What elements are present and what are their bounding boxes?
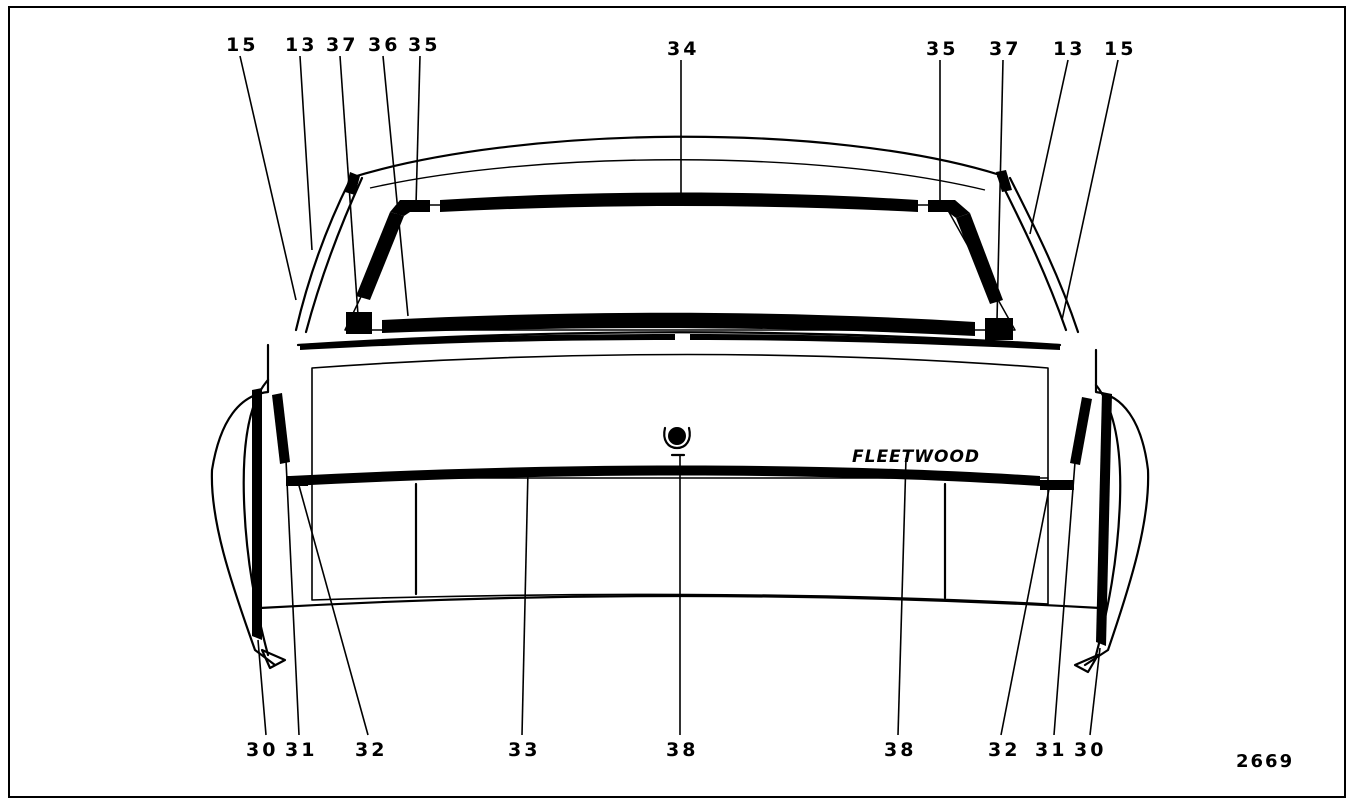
label-36: 36 bbox=[368, 34, 400, 56]
crest-emblem bbox=[663, 426, 691, 457]
fender-right bbox=[1070, 348, 1150, 674]
roof-drip-molding-right bbox=[996, 170, 1080, 334]
label-15-left: 15 bbox=[226, 34, 258, 56]
roof-outline bbox=[348, 135, 1002, 191]
label-30-left: 30 bbox=[246, 739, 278, 761]
roof-drip-molding-left bbox=[294, 172, 364, 334]
reveal-molding-corner-left-37 bbox=[346, 312, 372, 334]
leader-lines bbox=[239, 55, 1119, 736]
fender-left bbox=[210, 343, 290, 670]
deck-lid-end-molding-left-32 bbox=[286, 476, 308, 486]
label-13-right: 13 bbox=[1053, 38, 1085, 60]
label-38-center: 38 bbox=[666, 739, 698, 761]
label-32-right: 32 bbox=[988, 739, 1020, 761]
fleetwood-script: FLEETWOOD bbox=[852, 447, 980, 467]
label-15-right: 15 bbox=[1104, 38, 1136, 60]
label-13-left: 13 bbox=[285, 34, 317, 56]
reveal-molding-top-34 bbox=[440, 192, 918, 212]
reveal-molding-corner-right-35 bbox=[928, 200, 1003, 304]
label-37-left: 37 bbox=[326, 34, 358, 56]
diagram-frame bbox=[8, 6, 1346, 798]
label-31-left: 31 bbox=[285, 739, 317, 761]
label-37-right: 37 bbox=[989, 38, 1021, 60]
deck-lid bbox=[311, 353, 1049, 479]
reveal-molding-corner-right-37 bbox=[985, 318, 1013, 340]
label-33: 33 bbox=[508, 739, 540, 761]
reveal-molding-corner-left-35 bbox=[356, 200, 430, 300]
label-35-right: 35 bbox=[926, 38, 958, 60]
deck-lid-molding-33 bbox=[290, 465, 1040, 486]
lower-window-molding bbox=[300, 334, 1060, 350]
figure-number: 2669 bbox=[1236, 751, 1294, 772]
label-32-left: 32 bbox=[355, 739, 387, 761]
label-34: 34 bbox=[667, 38, 699, 60]
label-31-right: 31 bbox=[1035, 739, 1067, 761]
deck-lid-end-molding-right-32 bbox=[1040, 480, 1074, 490]
label-30-right: 30 bbox=[1074, 739, 1106, 761]
label-38-right: 38 bbox=[884, 739, 916, 761]
label-35-left: 35 bbox=[408, 34, 440, 56]
reveal-molding-lower-36 bbox=[382, 312, 975, 336]
